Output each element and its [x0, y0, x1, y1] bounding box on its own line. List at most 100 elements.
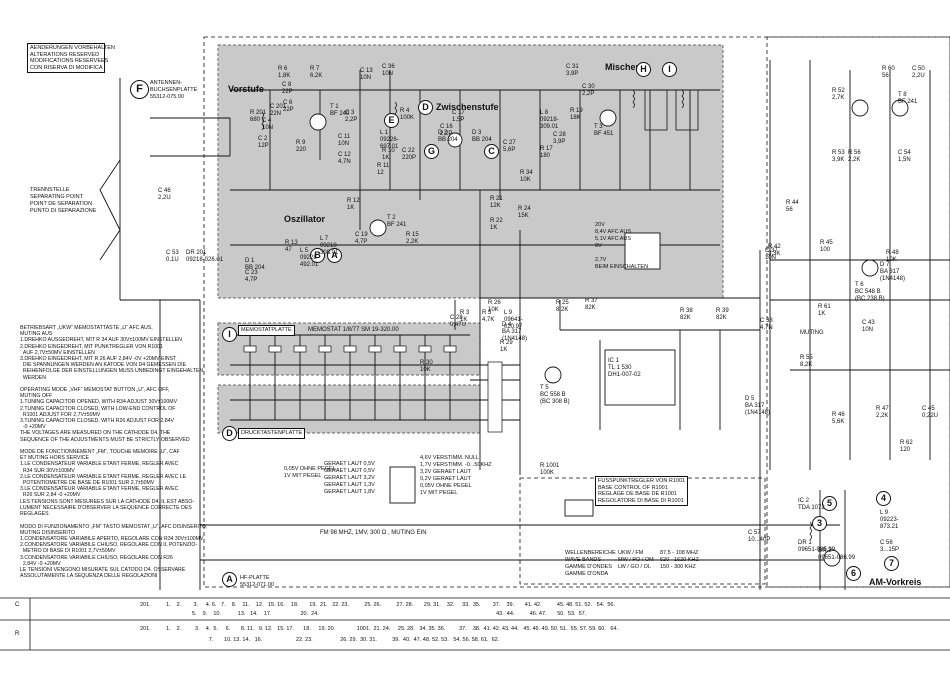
marker-a-hf: A — [222, 572, 237, 587]
component-label: R 21 12K — [490, 196, 503, 209]
component-label: IC 2 TDA 1072 — [798, 498, 825, 511]
component-label: R 3 1K — [460, 310, 470, 323]
component-label: DR 201 09218-026.01 — [186, 250, 224, 263]
component-label: D 1 BB 204 — [245, 258, 265, 271]
zwischenstufe-title: Zwischenstufe — [436, 102, 499, 112]
marker-a-top: A — [327, 248, 342, 263]
component-label: R 45 100 — [820, 240, 833, 253]
component-label: R 19 18K — [570, 108, 583, 121]
component-label: R 42 3,3K — [768, 244, 781, 257]
component-label: L 5 09228- 492.01 — [300, 248, 319, 268]
component-label: D 3 BB 204 — [472, 130, 492, 143]
component-label: C 37 10N — [765, 248, 778, 261]
separating-point-label: TRENNSTELLE SEPARATING POINT POINT DE SE… — [30, 187, 97, 214]
table-row-r2: 7. 10. 13. 14. 16. 22. 23. 26. 29. 30. 3… — [140, 637, 500, 643]
marker-b: B — [310, 248, 325, 263]
component-label: R 39 82K — [716, 308, 729, 321]
memostat-resistors — [243, 345, 457, 353]
marker-6: 6 — [846, 566, 861, 581]
component-label: R 9 220 — [296, 140, 307, 153]
component-label: R 60 56 — [882, 66, 895, 79]
component-label: R 52 2,7K — [832, 88, 845, 101]
marker-7: 7 — [884, 556, 899, 571]
component-label: C 27 5,6P — [503, 140, 516, 153]
component-label: R 26 10K — [488, 300, 501, 313]
component-label: DR 1 09651-085.99 — [798, 540, 836, 553]
component-label: R 44 56 — [786, 200, 799, 213]
wave-bands-header: WELLENBEREICHE WAVE BANDS GAMME D'ONDES … — [565, 550, 616, 577]
component-label: C 11 10N — [338, 134, 351, 147]
adjustment-instructions: BETRIEBSART „UKW“ MEMOSTATTASTE „U“ AFC … — [20, 325, 208, 580]
component-label: R 17 180 — [540, 146, 553, 159]
component-label: C 12 4,7N — [338, 152, 351, 165]
component-label: C 28 0,47U — [450, 315, 467, 328]
component-label: C 56 3...15P — [880, 540, 900, 553]
component-label: L 8 09218- 309.01 — [540, 110, 559, 130]
component-label: R 34 10K — [520, 170, 533, 183]
connector-stack — [487, 361, 503, 433]
component-label: T 8 BF 241 — [898, 92, 918, 105]
component-label: IC 1 TL 1 530 DH1-007-02 — [608, 358, 641, 378]
ic-symbols — [389, 232, 676, 517]
component-label: R 62 120 — [900, 440, 913, 453]
marker-d-pushbutton: D — [222, 426, 237, 441]
wave-bands-ranges: 87,5 - 108 MHZ 520 - 1620 KHZ 150 - 300 … — [660, 550, 699, 570]
component-label: C 43 10N — [862, 320, 875, 333]
component-label: R 25 8,2K — [556, 300, 569, 313]
component-label: C 28 3,9P — [553, 132, 566, 145]
fine-tune-box: FUSSPUNKTREGLER VON R1001 BASE CONTROL O… — [595, 476, 689, 506]
component-label: D 7 BA 317 (1N4148) — [880, 262, 906, 282]
component-label: R 22 1K — [490, 218, 503, 231]
verstimm-readings: 4,6V VERSTIMM. NULL 1,7V VERSTIMM. -0...… — [420, 455, 492, 496]
component-label: C 36 10N — [382, 64, 395, 77]
component-label: R 6 1,8K — [278, 66, 291, 79]
component-label: C 31 3,9P — [566, 64, 579, 77]
marker-e: E — [384, 113, 399, 128]
component-label: R 12 1K — [347, 198, 360, 211]
fm-test-condition: FM 98 MHZ, 1MV, 300 Ω , MUTING EIN — [320, 530, 427, 536]
component-label: R 201 680 — [250, 110, 267, 123]
marker-i-top: I — [662, 62, 677, 77]
alterations-notice: AENDERUNGEN VORBEHALTEN ALTERATIONS RESE… — [27, 43, 115, 73]
component-label: C 3 2,2P — [345, 110, 358, 123]
component-label: R 24 15K — [518, 206, 531, 219]
pushbutton-shaded-area — [217, 384, 481, 434]
pushbutton-plate-label: DRUCKTASTENPLATTE — [238, 428, 306, 439]
component-label: R 7 6,2K — [310, 66, 323, 79]
table-row-c: 201. 1. 2. 3. 4. 6. 7. 8. 11. 12. 15. 16… — [140, 602, 616, 608]
component-label: C 23 4,7P — [245, 270, 258, 283]
component-label: C 57 10...40P — [748, 530, 771, 543]
hf-plate-label: HF-PLATTE 55312-071.00 — [240, 575, 274, 588]
component-label: L 9 09223- 873.21 — [880, 510, 899, 530]
am-vorkreis-title: AM-Vorkreis — [869, 577, 922, 587]
table-row-label-c: C — [15, 602, 20, 608]
parts-table-lines — [0, 597, 950, 651]
component-label: R 1001 100K — [540, 463, 560, 476]
marker-i-memostat: I — [222, 327, 237, 342]
component-label: D 4 BA 317 (1N4148) — [502, 322, 528, 342]
component-label: R 61 1K — [818, 304, 831, 317]
component-label: C 30 2,2P — [582, 84, 595, 97]
component-label: T 6 BC 548 B (BC 238 B) — [855, 282, 885, 302]
component-label: R 11 12 — [377, 163, 390, 176]
oszillator-title: Oszillator — [284, 214, 326, 224]
component-label: R 46 5,6K — [832, 412, 845, 425]
wiring — [99, 60, 950, 590]
component-label: R 53 3,9K — [832, 150, 845, 163]
component-label: C 4 10N — [262, 118, 274, 131]
marker-5: 5 — [822, 496, 837, 511]
component-label: C 13 10N — [360, 68, 373, 81]
mischer-title: Mischer — [605, 62, 640, 72]
marker-3: 3 — [812, 516, 827, 531]
table-row-c2: 5. 9. 10. 13. 14. 17. 20. 24. 43. 44. — [140, 611, 587, 617]
component-label: C 6 22P — [283, 100, 294, 113]
geraet-laut-readings: GERAET LAUT 0,5V GERAET LAUT 0,5V GERAET… — [324, 461, 375, 495]
if-module-border — [766, 36, 950, 588]
component-label: MUTING — [800, 330, 824, 336]
table-row-r: 201. 1. 2. 3. 4. 5. 6. 8. 11. 9. 12. 15.… — [140, 626, 619, 632]
component-label: D 2 BB 204 — [438, 130, 458, 143]
marker-g: G — [424, 144, 439, 159]
component-label: R 29 1K — [500, 340, 513, 353]
marker-4: 4 — [876, 491, 891, 506]
